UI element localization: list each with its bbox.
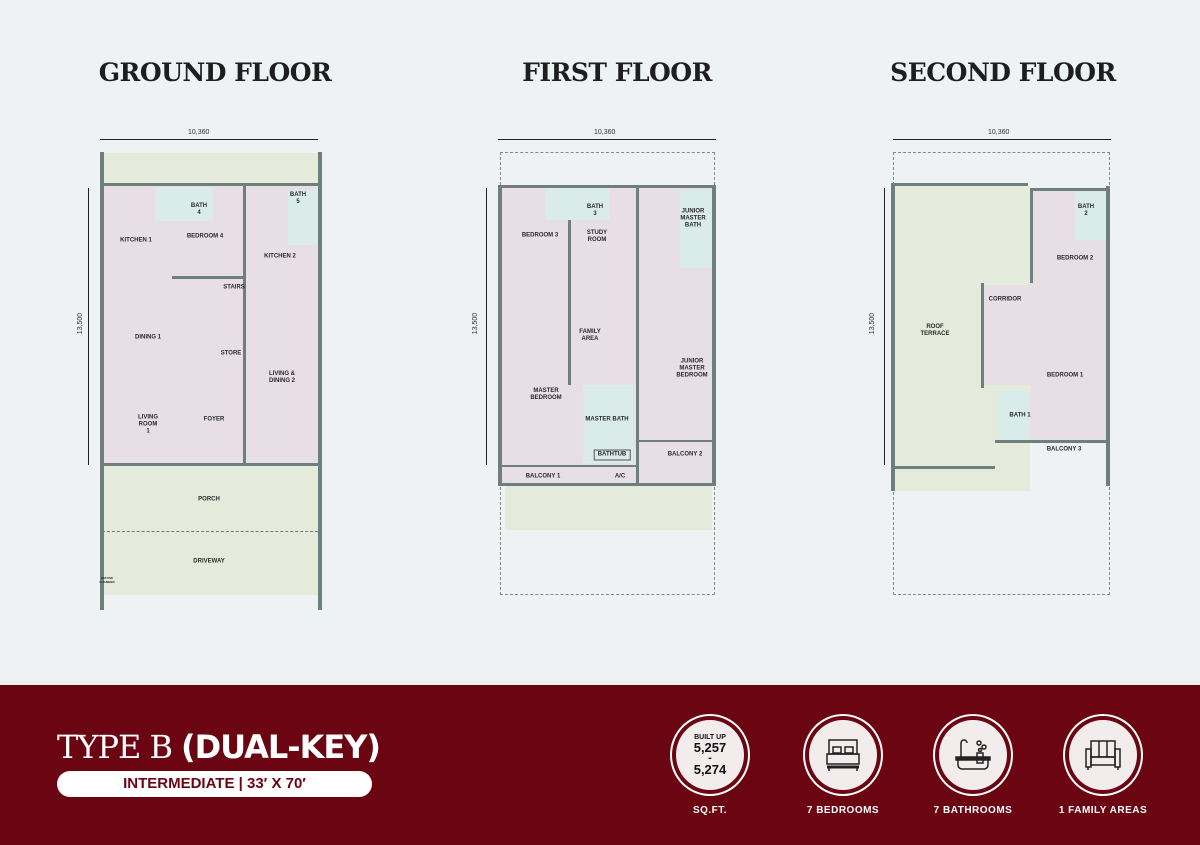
built-up-badge: BUILT UP 5,257 - 5,274 bbox=[670, 714, 750, 796]
width-dimension: 10,360 bbox=[594, 129, 616, 136]
bathrooms-count: 7 BATHROOMS bbox=[933, 805, 1013, 816]
family-area-badge bbox=[1063, 714, 1143, 796]
depth-dimension: 13,500 bbox=[472, 312, 480, 335]
room-bedroom-1: BEDROOM 1 bbox=[1046, 372, 1084, 379]
room-living-room-1: LIVING ROOM 1 bbox=[137, 414, 159, 435]
bathrooms-badge bbox=[933, 714, 1013, 796]
depth-dimension-line bbox=[486, 188, 487, 465]
first-floor-title: FIRST FLOOR bbox=[522, 58, 712, 87]
depth-dimension: 13,500 bbox=[869, 312, 877, 335]
built-up-unit: SQ.FT. bbox=[692, 805, 728, 816]
ground-floor-title: GROUND FLOOR bbox=[98, 58, 332, 87]
room-master-bedroom: MASTER BEDROOM bbox=[530, 388, 562, 401]
bedrooms-count: 7 BEDROOMS bbox=[806, 805, 880, 816]
room-balcony-3: BALCONY 3 bbox=[1046, 446, 1082, 453]
room-roof-terrace: ROOF TERRACE bbox=[920, 324, 950, 337]
width-dimension: 10,360 bbox=[988, 129, 1010, 136]
room-refuse-chamber: REFUSE CHAMBER bbox=[99, 576, 115, 584]
bathtub-icon bbox=[955, 739, 991, 770]
room-kitchen-1: KITCHEN 1 bbox=[120, 237, 152, 244]
room-master-bath: MASTER BATH bbox=[585, 416, 629, 423]
room-bedroom-2: BEDROOM 2 bbox=[1056, 255, 1094, 262]
room-junior-master-bath: JUNIOR MASTER BATH bbox=[680, 208, 706, 229]
bedrooms-badge bbox=[803, 714, 883, 796]
room-junior-master-bedroom: JUNIOR MASTER BEDROOM bbox=[676, 358, 708, 379]
room-ac: A/C bbox=[614, 473, 626, 480]
room-bath-2: BATH 2 bbox=[1077, 204, 1095, 217]
width-dimension-line bbox=[498, 139, 716, 140]
depth-dimension-line bbox=[88, 188, 89, 465]
depth-dimension-line bbox=[884, 188, 885, 465]
unit-type-heading: TYPE B (DUAL-KEY) bbox=[57, 728, 381, 766]
room-bath-3: BATH 3 bbox=[586, 204, 604, 217]
sofa-icon bbox=[1085, 740, 1121, 770]
room-stairs: STAIRS bbox=[223, 284, 245, 291]
family-areas-count: 1 FAMILY AREAS bbox=[1058, 805, 1148, 816]
unit-variant-badge: INTERMEDIATE | 33′ X 70′ bbox=[57, 771, 372, 797]
room-bathtub: BATHTUB bbox=[593, 449, 631, 461]
second-floor-title: SECOND FLOOR bbox=[890, 58, 1116, 87]
room-family-area: FAMILY AREA bbox=[579, 329, 601, 342]
room-driveway: DRIVEWAY bbox=[193, 558, 225, 565]
room-bedroom-3: BEDROOM 3 bbox=[521, 232, 559, 239]
room-living-dining-2: LIVING & DINING 2 bbox=[268, 371, 296, 384]
room-bedroom-4: BEDROOM 4 bbox=[186, 233, 224, 240]
width-dimension-line bbox=[100, 139, 318, 140]
room-foyer: FOYER bbox=[203, 416, 225, 423]
room-balcony-2: BALCONY 2 bbox=[667, 451, 703, 458]
room-store: STORE bbox=[220, 350, 242, 357]
width-dimension: 10,360 bbox=[188, 129, 210, 136]
depth-dimension: 13,500 bbox=[77, 312, 85, 335]
room-dining-1: DINING 1 bbox=[134, 334, 162, 341]
bed-icon bbox=[826, 739, 860, 771]
room-bath-1: BATH 1 bbox=[1009, 412, 1031, 419]
room-kitchen-2: KITCHEN 2 bbox=[264, 253, 296, 260]
room-bath-5: BATH 5 bbox=[289, 192, 307, 205]
room-corridor: CORRIDOR bbox=[988, 296, 1022, 303]
width-dimension-line bbox=[893, 139, 1111, 140]
room-porch: PORCH bbox=[198, 496, 220, 503]
room-study: STUDY ROOM bbox=[586, 230, 608, 243]
room-bath-4: BATH 4 bbox=[190, 203, 208, 216]
room-balcony-1: BALCONY 1 bbox=[525, 473, 561, 480]
